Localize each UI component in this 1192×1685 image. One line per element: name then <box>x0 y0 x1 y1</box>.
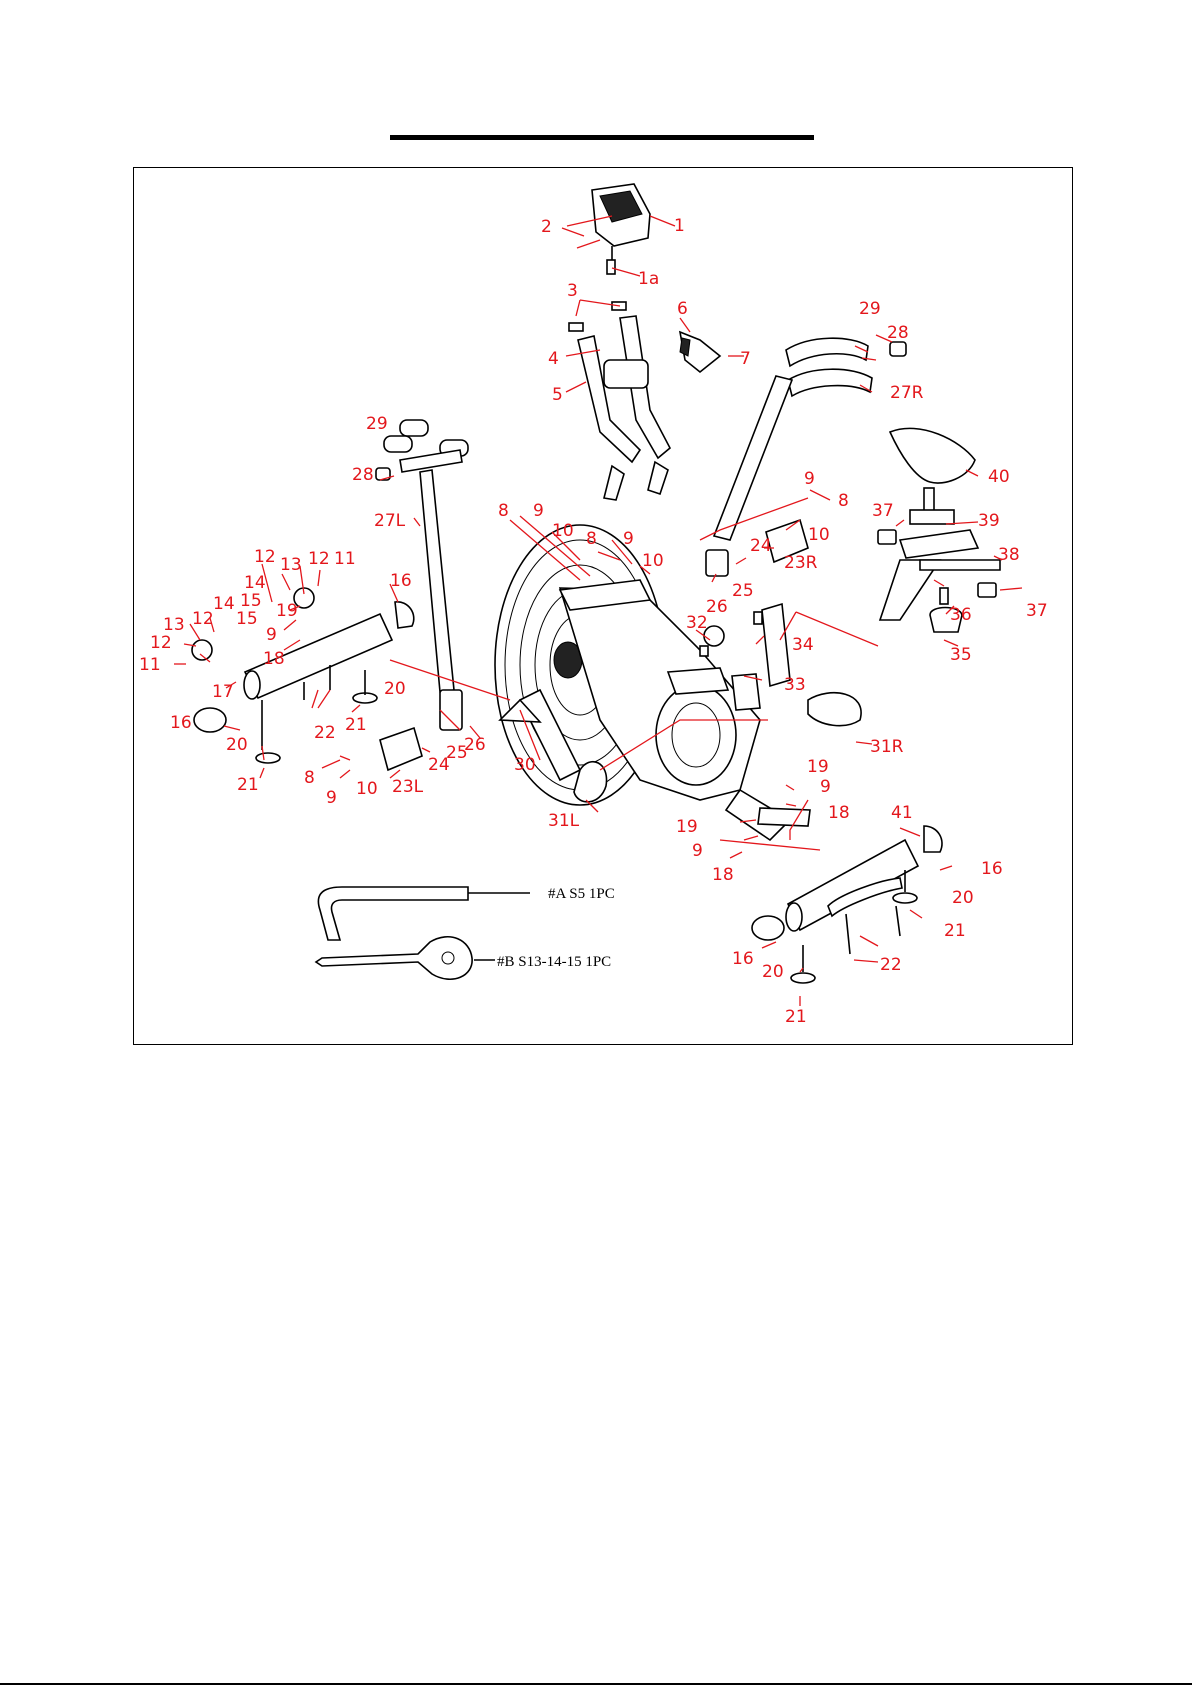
callout-21c: 21 <box>944 921 966 941</box>
callout-30: 30 <box>514 755 536 775</box>
callout-8b: 8 <box>586 529 597 549</box>
callout-17: 17 <box>212 682 234 702</box>
callout-11b: 11 <box>139 655 161 675</box>
callout-16b: 16 <box>170 713 192 733</box>
callout-14b: 14 <box>213 594 235 614</box>
callout-27L: 27L <box>374 511 406 531</box>
callout-10: 10 <box>552 521 574 541</box>
callout-16c: 16 <box>981 859 1003 879</box>
callout-14: 14 <box>244 573 266 593</box>
saddle <box>890 428 975 524</box>
callout-31L: 31L <box>548 811 580 831</box>
tool-b-label: #B S13-14-15 1PC <box>497 954 611 970</box>
callout-10b: 10 <box>642 551 664 571</box>
callout-15b: 15 <box>236 609 258 629</box>
callout-9d: 9 <box>326 788 337 808</box>
callout-20a: 20 <box>384 679 406 699</box>
callout-11: 11 <box>334 549 356 569</box>
callout-31R: 31R <box>870 737 904 757</box>
callout-21b: 21 <box>237 775 259 795</box>
tool-a-label: #A S5 1PC <box>548 886 615 902</box>
callout-41: 41 <box>891 803 913 823</box>
callout-35: 35 <box>950 645 972 665</box>
callout-29b: 29 <box>366 414 388 434</box>
console <box>567 184 650 274</box>
callout-9g: 9 <box>692 841 703 861</box>
callout-2: 2 <box>541 217 552 237</box>
callout-26b: 26 <box>706 597 728 617</box>
callout-26a: 26 <box>464 735 486 755</box>
callout-19b: 19 <box>807 757 829 777</box>
rear-stabilizer <box>752 826 942 983</box>
callout-12b: 12 <box>254 547 276 567</box>
callout-37b: 37 <box>1026 601 1048 621</box>
tool-spanner <box>316 937 495 979</box>
callout-23L: 23L <box>392 777 424 797</box>
fan-and-main-frame <box>495 525 810 840</box>
callout-24b: 24 <box>750 536 772 556</box>
callout-19: 19 <box>276 601 298 621</box>
callout-13: 13 <box>280 555 302 575</box>
callout-6: 6 <box>677 299 688 319</box>
callout-29a: 29 <box>859 299 881 319</box>
callout-5: 5 <box>552 385 563 405</box>
callout-12: 12 <box>308 549 330 569</box>
handlebar-frame <box>569 302 720 500</box>
callout-40: 40 <box>988 467 1010 487</box>
callout-22a: 22 <box>314 723 336 743</box>
callout-18: 18 <box>263 649 285 669</box>
callout-12d: 12 <box>192 609 214 629</box>
callout-38: 38 <box>998 545 1020 565</box>
callout-12c: 12 <box>150 633 172 653</box>
callout-20b: 20 <box>226 735 248 755</box>
callout-20d: 20 <box>762 962 784 982</box>
callout-8d: 8 <box>304 768 315 788</box>
callout-13b: 13 <box>163 615 185 635</box>
callout-34: 34 <box>792 635 814 655</box>
callout-10c: 10 <box>808 525 830 545</box>
callout-3: 3 <box>567 281 578 301</box>
callout-15: 15 <box>240 591 262 611</box>
callout-8: 8 <box>498 501 509 521</box>
callout-36: 36 <box>950 605 972 625</box>
callout-27R: 27R <box>890 383 924 403</box>
callout-9: 9 <box>533 501 544 521</box>
callout-9b: 9 <box>623 529 634 549</box>
callout-32: 32 <box>686 613 708 633</box>
callout-19c: 19 <box>676 817 698 837</box>
callout-37a: 37 <box>872 501 894 521</box>
callout-10d: 10 <box>356 779 378 799</box>
callout-28a: 28 <box>887 323 909 343</box>
callout-39: 39 <box>978 511 1000 531</box>
callout-18b: 18 <box>828 803 850 823</box>
callout-21d: 21 <box>785 1007 807 1027</box>
callout-9c: 9 <box>804 469 815 489</box>
callout-33: 33 <box>784 675 806 695</box>
callout-9f: 9 <box>820 777 831 797</box>
callout-16a: 16 <box>390 571 412 591</box>
callout-4: 4 <box>548 349 559 369</box>
callout-18c: 18 <box>712 865 734 885</box>
callout-21a: 21 <box>345 715 367 735</box>
callout-20c: 20 <box>952 888 974 908</box>
callout-8c: 8 <box>838 491 849 511</box>
callout-16d: 16 <box>732 949 754 969</box>
callout-22b: 22 <box>880 955 902 975</box>
callout-28b: 28 <box>352 465 374 485</box>
tool-hex-key <box>318 887 530 940</box>
callout-9e: 9 <box>266 625 277 645</box>
callout-1a: 1a <box>638 269 659 289</box>
callout-7: 7 <box>740 349 751 369</box>
callout-23R: 23R <box>784 553 818 573</box>
callout-1: 1 <box>674 216 685 236</box>
callout-25b: 25 <box>732 581 754 601</box>
